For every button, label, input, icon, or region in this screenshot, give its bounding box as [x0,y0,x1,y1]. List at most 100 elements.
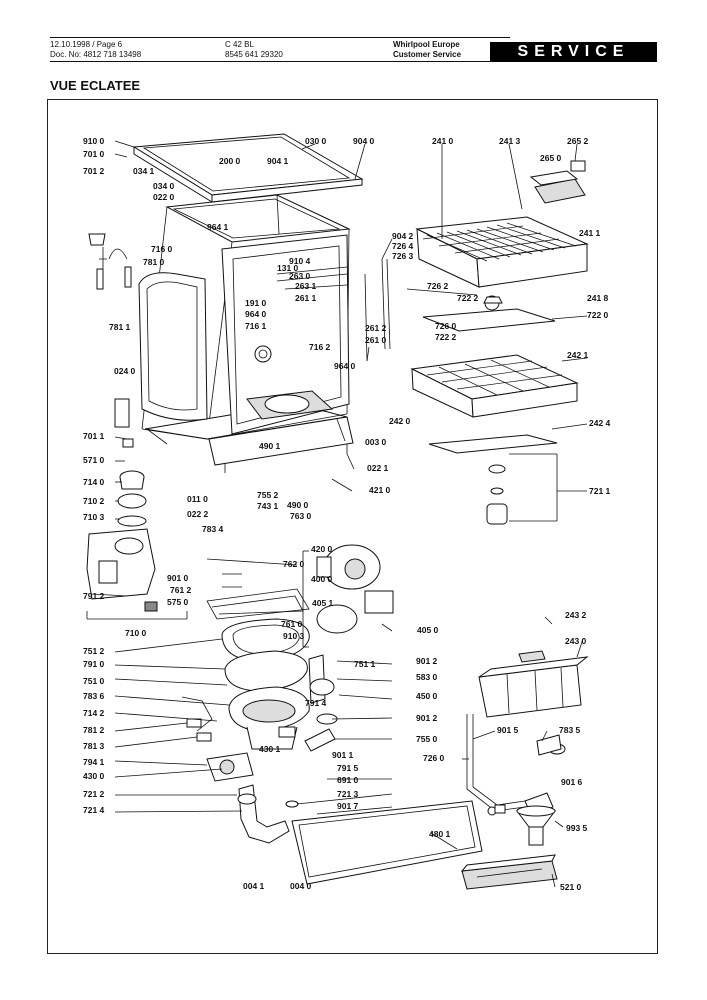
door-springs [88,233,134,448]
part-label: 781 0 [143,257,165,267]
part-label: 265 0 [540,153,562,163]
part-label: 420 0 [311,544,333,554]
part-label: 011 0 [187,494,208,504]
header-top-rule [50,37,510,38]
part-label: 901 1 [332,750,354,760]
part-label: 910 0 [83,136,105,146]
part-label: 910 4 [289,256,311,266]
part-label: 791 5 [337,763,359,773]
part-label: 743 1 [257,501,279,511]
part-label: 691 0 [337,775,359,785]
header-bottom-rule [50,61,510,62]
part-label: 791 4 [305,698,327,708]
control-panel [460,854,558,890]
right-hinge-arm [364,258,391,362]
part-label: 716 1 [245,321,267,331]
part-label: 490 0 [287,500,309,510]
worktop-lid [132,133,364,203]
part-label: 901 6 [561,777,583,787]
bottom-panel [291,800,506,885]
part-label: 964 1 [207,222,229,232]
part-label: 242 4 [589,418,611,428]
part-label: 421 0 [369,485,391,495]
part-label: 791 0 [83,659,105,669]
part-label: 783 5 [559,725,581,735]
lower-basket [410,354,579,418]
part-label: 781 2 [83,725,105,735]
part-label: 200 0 [219,156,241,166]
part-label: 901 7 [337,801,359,811]
part-label: 521 0 [560,882,582,892]
part-label: 710 3 [83,512,105,522]
part-label: 583 0 [416,672,438,682]
part-label: 901 2 [416,713,438,723]
salt-funnel [516,805,556,846]
part-label: 791 2 [83,591,105,601]
part-label: 241 8 [587,293,609,303]
header-model: C 42 BL [225,40,254,49]
part-label: 701 1 [83,431,105,441]
bracket-710-0 [86,611,188,620]
part-label: 904 1 [267,156,289,166]
service-banner: SERVICE [490,42,657,62]
part-label: 022 0 [153,192,175,202]
page-title: VUE ECLATEE [50,78,141,93]
part-label: 261 0 [365,335,387,345]
part-label: 722 2 [435,332,457,342]
part-label: 030 0 [305,136,327,146]
part-label: 762 0 [283,559,305,569]
part-label: 783 6 [83,691,105,701]
upper-spray-arm [406,288,556,332]
part-label: 450 0 [416,691,438,701]
part-label: 901 5 [497,725,519,735]
drain-hose-parts [237,654,338,844]
exploded-view-diagram: 910 0 701 0 701 2 034 1 030 0 200 0 904 1 904 0… [83,133,611,892]
part-label: 755 0 [416,734,438,744]
bracket-721-1 [509,453,558,522]
lower-spray-arm [428,434,558,525]
part-label: 241 3 [499,136,521,146]
side-panel [138,272,208,421]
part-label: 265 2 [567,136,589,146]
part-label: 726 2 [427,281,449,291]
part-label: 034 1 [133,166,155,176]
part-label: 710 2 [83,496,105,506]
part-label: 763 0 [290,511,312,521]
part-label: 405 0 [417,625,439,635]
part-label: 480 1 [429,829,451,839]
part-label: 904 0 [353,136,375,146]
part-label: 901 2 [416,656,438,666]
part-label: 490 1 [259,441,281,451]
part-label: 751 1 [354,659,376,669]
part-label: 701 2 [83,166,105,176]
diagram-frame [47,99,658,954]
header-brand: Whirlpool Europe [393,40,460,49]
part-label: 964 0 [245,309,267,319]
part-label: 004 1 [243,881,265,891]
part-label: 726 4 [392,241,414,251]
part-label: 241 0 [432,136,454,146]
header-doc-number: Doc. No: 4812 718 13498 [50,50,142,59]
header-department: Customer Service [393,50,462,59]
bracket-400-0 [302,550,309,648]
part-label: 726 0 [435,321,457,331]
part-label: 761 2 [170,585,192,595]
base-plinth [146,416,354,473]
part-label: 701 0 [83,149,105,159]
part-label: 571 0 [83,455,105,465]
part-label: 024 0 [114,366,136,376]
cutlery-basket [478,650,589,718]
part-label: 022 2 [187,509,209,519]
document-header: 12.10.1998 / Page 6 Doc. No: 4812 718 13… [50,37,655,62]
part-label: 710 0 [125,628,147,638]
part-label: 794 1 [83,757,105,767]
part-label: 241 1 [579,228,601,238]
water-softener [86,528,158,612]
part-label: 261 2 [365,323,387,333]
part-label: 714 0 [83,477,105,487]
part-label: 243 0 [565,636,587,646]
part-label: 263 1 [295,281,317,291]
heating-element [206,558,310,620]
header-code: 8545 641 29320 [225,50,283,59]
part-label: 910 3 [283,631,305,641]
